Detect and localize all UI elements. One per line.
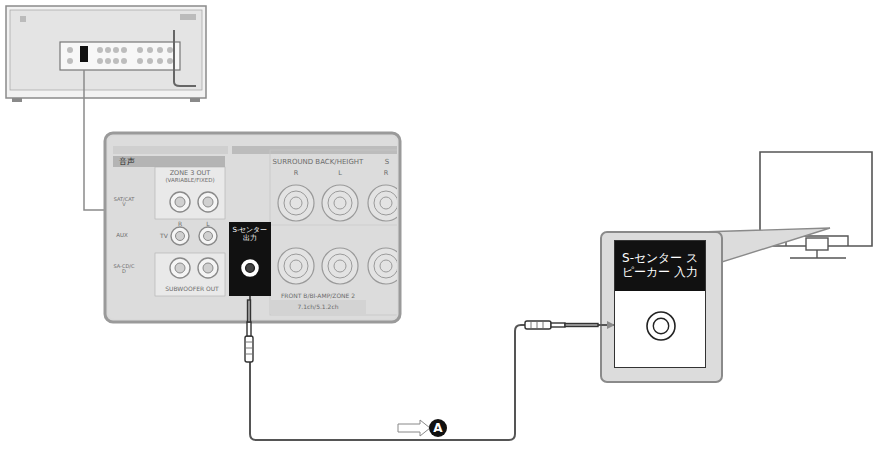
panel-label: R xyxy=(384,170,389,177)
panel-label: R xyxy=(294,170,299,177)
panel-label: L xyxy=(338,170,342,177)
direction-arrow xyxy=(398,420,430,436)
panel-label: SUBWOOFER OUT xyxy=(165,286,219,292)
panel-label: 音声 xyxy=(119,158,135,166)
panel-label: R xyxy=(178,221,182,227)
panel-label: TV xyxy=(160,233,168,239)
plug-horizontal xyxy=(525,321,598,329)
panel-label: SAT/CATV xyxy=(113,197,135,207)
jack-label: S-センター 出力 xyxy=(229,222,271,246)
panel-label: FRONT B/BI-AMP/ZONE 2 xyxy=(281,293,355,299)
output-jack-box: S-センター 出力 xyxy=(229,222,271,296)
panel-label: SURROUND BACK/HEIGHT xyxy=(273,159,364,166)
panel-label: SA-CD/CD xyxy=(113,264,135,274)
panel-label: (VARIABLE/FIXED) xyxy=(165,178,214,184)
callout-letter: A xyxy=(429,419,447,437)
panel-label: L xyxy=(206,221,209,227)
panel-label: ZONE 3 OUT xyxy=(170,170,211,177)
plug-vertical xyxy=(245,300,253,362)
input-jack-box: S-センター スピーカー 入力 xyxy=(614,240,706,368)
header-band: S-センター スピーカー 入力 xyxy=(615,241,705,291)
cable xyxy=(250,296,614,440)
rear-panel xyxy=(105,133,404,322)
panel-label: 7.1ch/5.1.2ch xyxy=(297,304,338,310)
callout-frame xyxy=(601,228,830,382)
jack-label: S-センター スピーカー 入力 xyxy=(619,252,701,280)
panel-label: S xyxy=(385,159,389,166)
panel-label: AUX xyxy=(116,233,128,239)
